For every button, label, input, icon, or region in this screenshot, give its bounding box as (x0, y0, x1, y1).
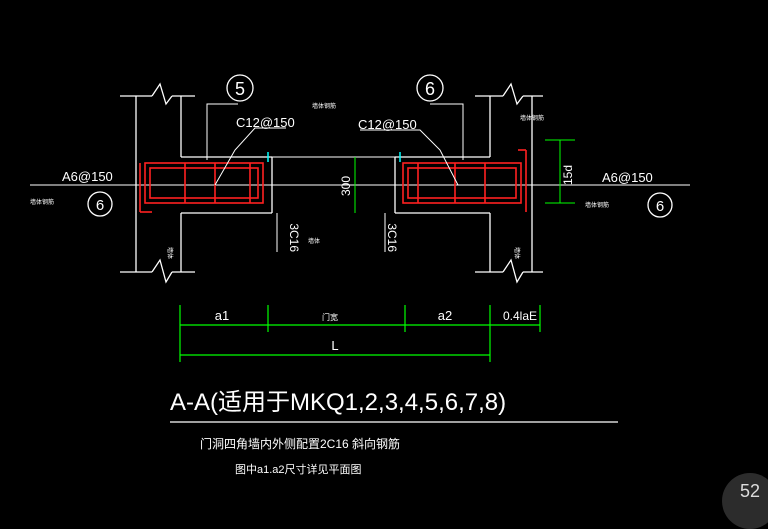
dim-door-width: 门宽 (322, 312, 338, 322)
right-bar-label: C12@150 (358, 117, 417, 132)
left-wall-note: 墙体 (166, 247, 174, 259)
dim-anchor-length: 0.4laE (503, 309, 537, 323)
note-line-2: 图中a1.a2尺寸详见平面图 (235, 462, 362, 476)
callout-6-text: 6 (425, 79, 435, 99)
right-rebar-label: A6@150 (602, 170, 653, 185)
right-small-note: 墙体钢筋 (585, 201, 609, 209)
left-wall (120, 82, 273, 284)
dim-a2: a2 (438, 308, 452, 323)
section-mark-left-text: 6 (96, 197, 104, 214)
section-mark-right (647, 192, 673, 218)
callout-5-text: 5 (235, 79, 245, 99)
dim-a1: a1 (215, 308, 229, 323)
left-longitudinal: 3C16 (287, 223, 301, 252)
right-top-note: 墙体钢筋 (520, 114, 544, 122)
height-dim-text: 300 (339, 176, 353, 196)
right-longitudinal: 3C16 (385, 223, 399, 252)
left-rebar-cage (139, 162, 264, 213)
bottom-dimensions (179, 305, 541, 362)
leaders (206, 103, 464, 252)
section-title: A-A(适用于MKQ1,2,3,4,5,6,7,8) (170, 389, 506, 416)
callout-5 (226, 74, 254, 102)
right-wall (394, 82, 543, 284)
section-drawing: 5 6 6 6 C12@150 C12@150 A6@150 A6@150 墙体… (30, 74, 690, 476)
section-mark-left (87, 191, 113, 217)
left-rebar-label: A6@150 (62, 169, 113, 184)
section-mark-right-text: 6 (656, 198, 664, 215)
right-rebar-cage (402, 149, 527, 212)
anchor-dim-text: 15d (561, 165, 575, 185)
dim-total: L (331, 338, 338, 353)
edge-ticks (267, 152, 401, 162)
right-wall-note: 墙体 (513, 247, 521, 259)
left-bar-label: C12@150 (236, 115, 295, 130)
note-line-1: 门洞四角墙内外侧配置2C16 斜向钢筋 (200, 436, 400, 451)
left-small-note: 墙体钢筋 (30, 198, 54, 206)
center-note: 墙体 (308, 237, 320, 245)
zoom-badge[interactable]: 52 (722, 473, 768, 529)
callout-6 (416, 74, 444, 102)
left-top-note: 墙体钢筋 (312, 102, 336, 110)
